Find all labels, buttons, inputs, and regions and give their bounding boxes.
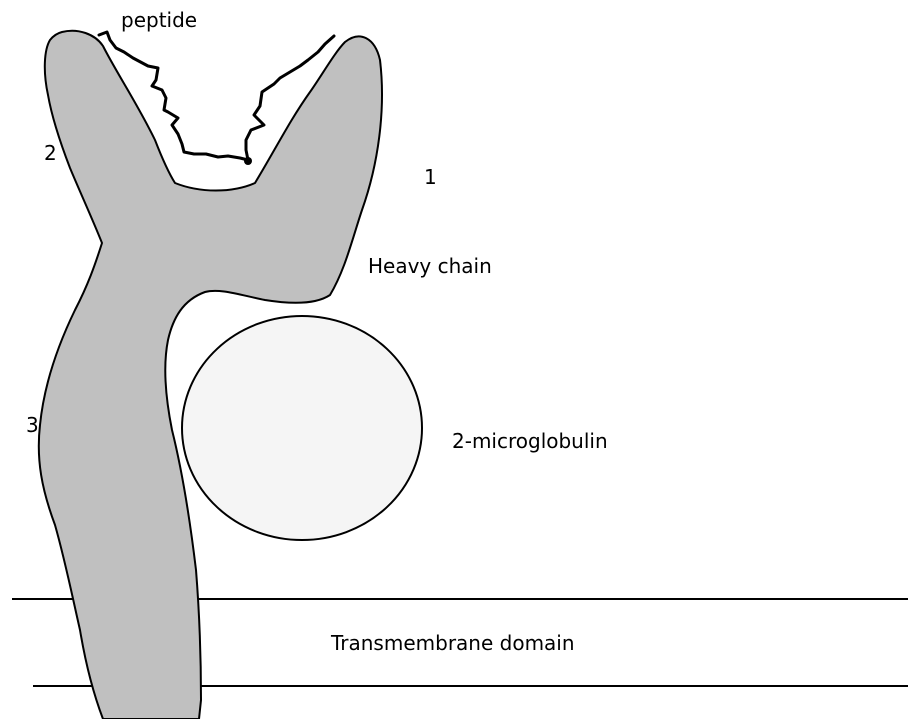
peptide-label: peptide — [121, 8, 197, 32]
peptide-end-dot — [244, 157, 252, 165]
domain-2-label: 2 — [44, 141, 57, 165]
domain-1-label: 1 — [424, 165, 437, 189]
transmembrane-label: Transmembrane domain — [330, 631, 575, 655]
microglobulin-label: 2-microglobulin — [452, 429, 608, 453]
domain-3-label: 3 — [26, 413, 39, 437]
microglobulin-shape — [182, 316, 422, 540]
heavy-chain-label: Heavy chain — [368, 254, 492, 278]
